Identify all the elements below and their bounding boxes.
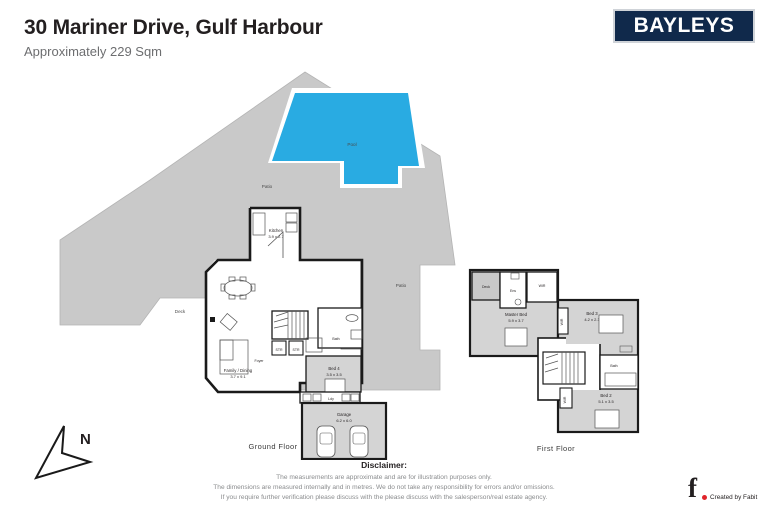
floorplan-canvas: Pool Patio Patio Deck Kitchen 3.9 x 2.7 … [0, 60, 768, 460]
dining-table [223, 279, 253, 297]
bed3-label: Bed 3 [586, 311, 598, 316]
kitchen-fixture [285, 212, 298, 223]
kitchen-label: Kitchen [269, 228, 284, 233]
family-chair [219, 313, 238, 331]
compass-rose: N [28, 418, 118, 490]
ground-bathroom [317, 307, 363, 349]
pool-water [272, 93, 419, 184]
disclaimer-block: Disclaimer: The measurements are approxi… [0, 460, 768, 503]
bed2-dims: 5.1 x 3.5 [598, 399, 614, 404]
bayleys-logo: BAYLEYS [613, 9, 755, 43]
ensuite-label: Ens [510, 289, 516, 293]
ensuite-basin [514, 298, 522, 306]
page-title: 30 Mariner Drive, Gulf Harbour [24, 16, 323, 39]
master-bed-label: Master Bed [505, 312, 528, 317]
bed4-bed [324, 378, 346, 394]
kitchen-fixture [252, 212, 266, 236]
storage-2 [288, 340, 304, 356]
ground-floor-house: Kitchen 3.9 x 2.7 Lounge 5.2 x 3.4 Famil… [204, 206, 388, 460]
patio-label-right: Patio [396, 283, 407, 288]
page-subtitle: Approximately 229 Sqm [24, 44, 163, 59]
disclaimer-line-2: The dimensions are measured internally a… [213, 484, 555, 492]
bayleys-logo-text: BAYLEYS [633, 14, 735, 37]
family-sofa-seat [219, 339, 234, 361]
fabit-credit: f Created by Fabit [688, 475, 764, 507]
laundry-fixtures [302, 393, 360, 402]
bed4-label: Bed 4 [328, 366, 340, 371]
bed2-bed [594, 409, 620, 429]
first-bath-basin [619, 345, 633, 353]
pool-label: Pool [347, 142, 356, 147]
ensuite-room [499, 271, 527, 309]
bath-shower [350, 329, 363, 340]
ensuite-fixture [510, 272, 520, 280]
bed3-bed [598, 314, 624, 334]
wir-bed2 [559, 387, 573, 409]
dining-chairs [220, 276, 256, 300]
ground-stairs [271, 310, 309, 340]
storage-label-2: STR [293, 348, 300, 352]
ground-bath-label: Bath [332, 337, 339, 341]
wir-master-label: WIR [539, 284, 546, 288]
bed2-label: Bed 2 [600, 393, 612, 398]
first-deck-label: Deck [482, 285, 490, 289]
ground-floor-label: Ground Floor [249, 442, 298, 451]
master-bed-dims: 5.9 x 3.7 [508, 318, 524, 323]
wir-bed3-label: WIR [560, 318, 564, 325]
first-bathroom [599, 354, 639, 390]
bath-tub [305, 337, 323, 353]
fabit-credit-text: Created by Fabit [710, 494, 758, 501]
bed3-dims: 4.2 x 2.3 [584, 317, 600, 322]
garage-dims: 6.2 x 6.0 [336, 418, 352, 423]
garage-car-2 [349, 425, 369, 458]
storage-label-1: STR [276, 348, 283, 352]
wir-bed3 [557, 307, 569, 335]
first-floor-stairs [542, 351, 586, 385]
kitchen-fixture [285, 222, 298, 233]
compass-needle [33, 425, 94, 480]
garage-car-1 [316, 425, 336, 458]
family-dining-label: Family / Dining [224, 368, 253, 373]
disclaimer-title: Disclaimer: [361, 460, 407, 470]
wir-master [526, 271, 558, 303]
first-bath-label: Bath [610, 364, 617, 368]
kitchen-room [252, 210, 298, 258]
fireplace [210, 317, 215, 322]
family-dining-dims: 3.7 x 9.1 [230, 374, 246, 379]
bed4-dims: 3.5 x 3.5 [326, 372, 342, 377]
first-floor-label: First Floor [537, 444, 575, 453]
wir-bed2-label: WIR [563, 396, 567, 403]
master-bed-furniture [504, 327, 528, 347]
bath-basin [345, 314, 359, 322]
first-bath-tub [604, 372, 637, 387]
deck-label-ground: Deck [175, 309, 186, 314]
compass-north-label: N [80, 431, 91, 448]
storage-1 [271, 340, 287, 356]
fabit-logo-icon: f [688, 473, 697, 503]
patio-label-left: Patio [262, 184, 273, 189]
garage-room [300, 401, 388, 460]
fabit-dot-icon [702, 495, 707, 500]
first-floor-plan: Deck Ens WIR Master Bed 5.9 x 3.7 Bed 3 … [468, 268, 640, 453]
disclaimer-line-1: The measurements are approximate and are… [276, 474, 492, 481]
foyer-label: Foyer [255, 359, 265, 363]
page-header: 30 Mariner Drive, Gulf Harbour Approxima… [0, 0, 768, 68]
kitchen-dims: 3.9 x 2.7 [268, 234, 284, 239]
kitchen-island [267, 231, 284, 258]
garage-label: Garage [337, 412, 352, 417]
disclaimer-line-3: If you require further verification plea… [220, 494, 548, 502]
laundry-label: Ldy [328, 397, 334, 401]
